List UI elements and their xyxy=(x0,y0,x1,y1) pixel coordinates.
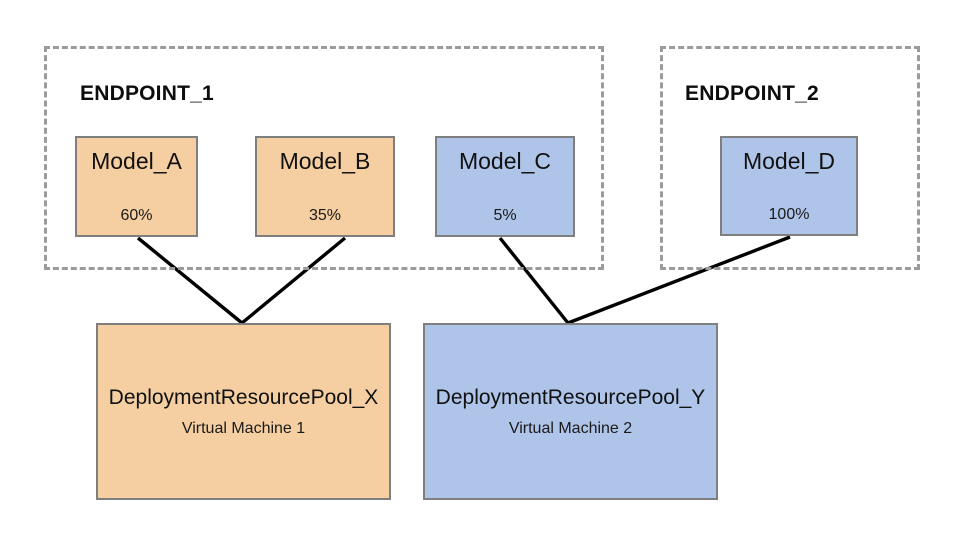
endpoint-group-2 xyxy=(660,46,920,270)
deployment-resource-pool-x[interactable]: DeploymentResourcePool_X Virtual Machine … xyxy=(96,323,391,500)
model-name: Model_B xyxy=(279,148,371,174)
pool-title: DeploymentResourcePool_X xyxy=(108,386,379,410)
model-traffic-percent: 100% xyxy=(768,206,810,223)
deployment-resource-pool-y[interactable]: DeploymentResourcePool_Y Virtual Machine … xyxy=(423,323,718,500)
model-box-model_d[interactable]: Model_D 100% xyxy=(720,136,858,236)
model-name: Model_A xyxy=(91,148,182,174)
model-traffic-percent: 60% xyxy=(120,207,153,224)
pool-subtitle: Virtual Machine 2 xyxy=(508,419,633,437)
model-name: Model_D xyxy=(742,148,836,174)
endpoint-label-2: ENDPOINT_2 xyxy=(685,82,819,105)
model-box-model_c[interactable]: Model_C 5% xyxy=(435,136,575,237)
pool-title: DeploymentResourcePool_Y xyxy=(435,386,706,410)
pool-subtitle: Virtual Machine 1 xyxy=(181,419,306,437)
endpoint-group-1 xyxy=(44,46,604,270)
model-traffic-percent: 35% xyxy=(308,207,342,224)
model-box-model_b[interactable]: Model_B 35% xyxy=(255,136,395,237)
model-box-model_a[interactable]: Model_A 60% xyxy=(75,136,198,237)
endpoint-label-1: ENDPOINT_1 xyxy=(80,82,214,105)
model-traffic-percent: 5% xyxy=(493,207,517,224)
model-name: Model_C xyxy=(458,148,552,174)
